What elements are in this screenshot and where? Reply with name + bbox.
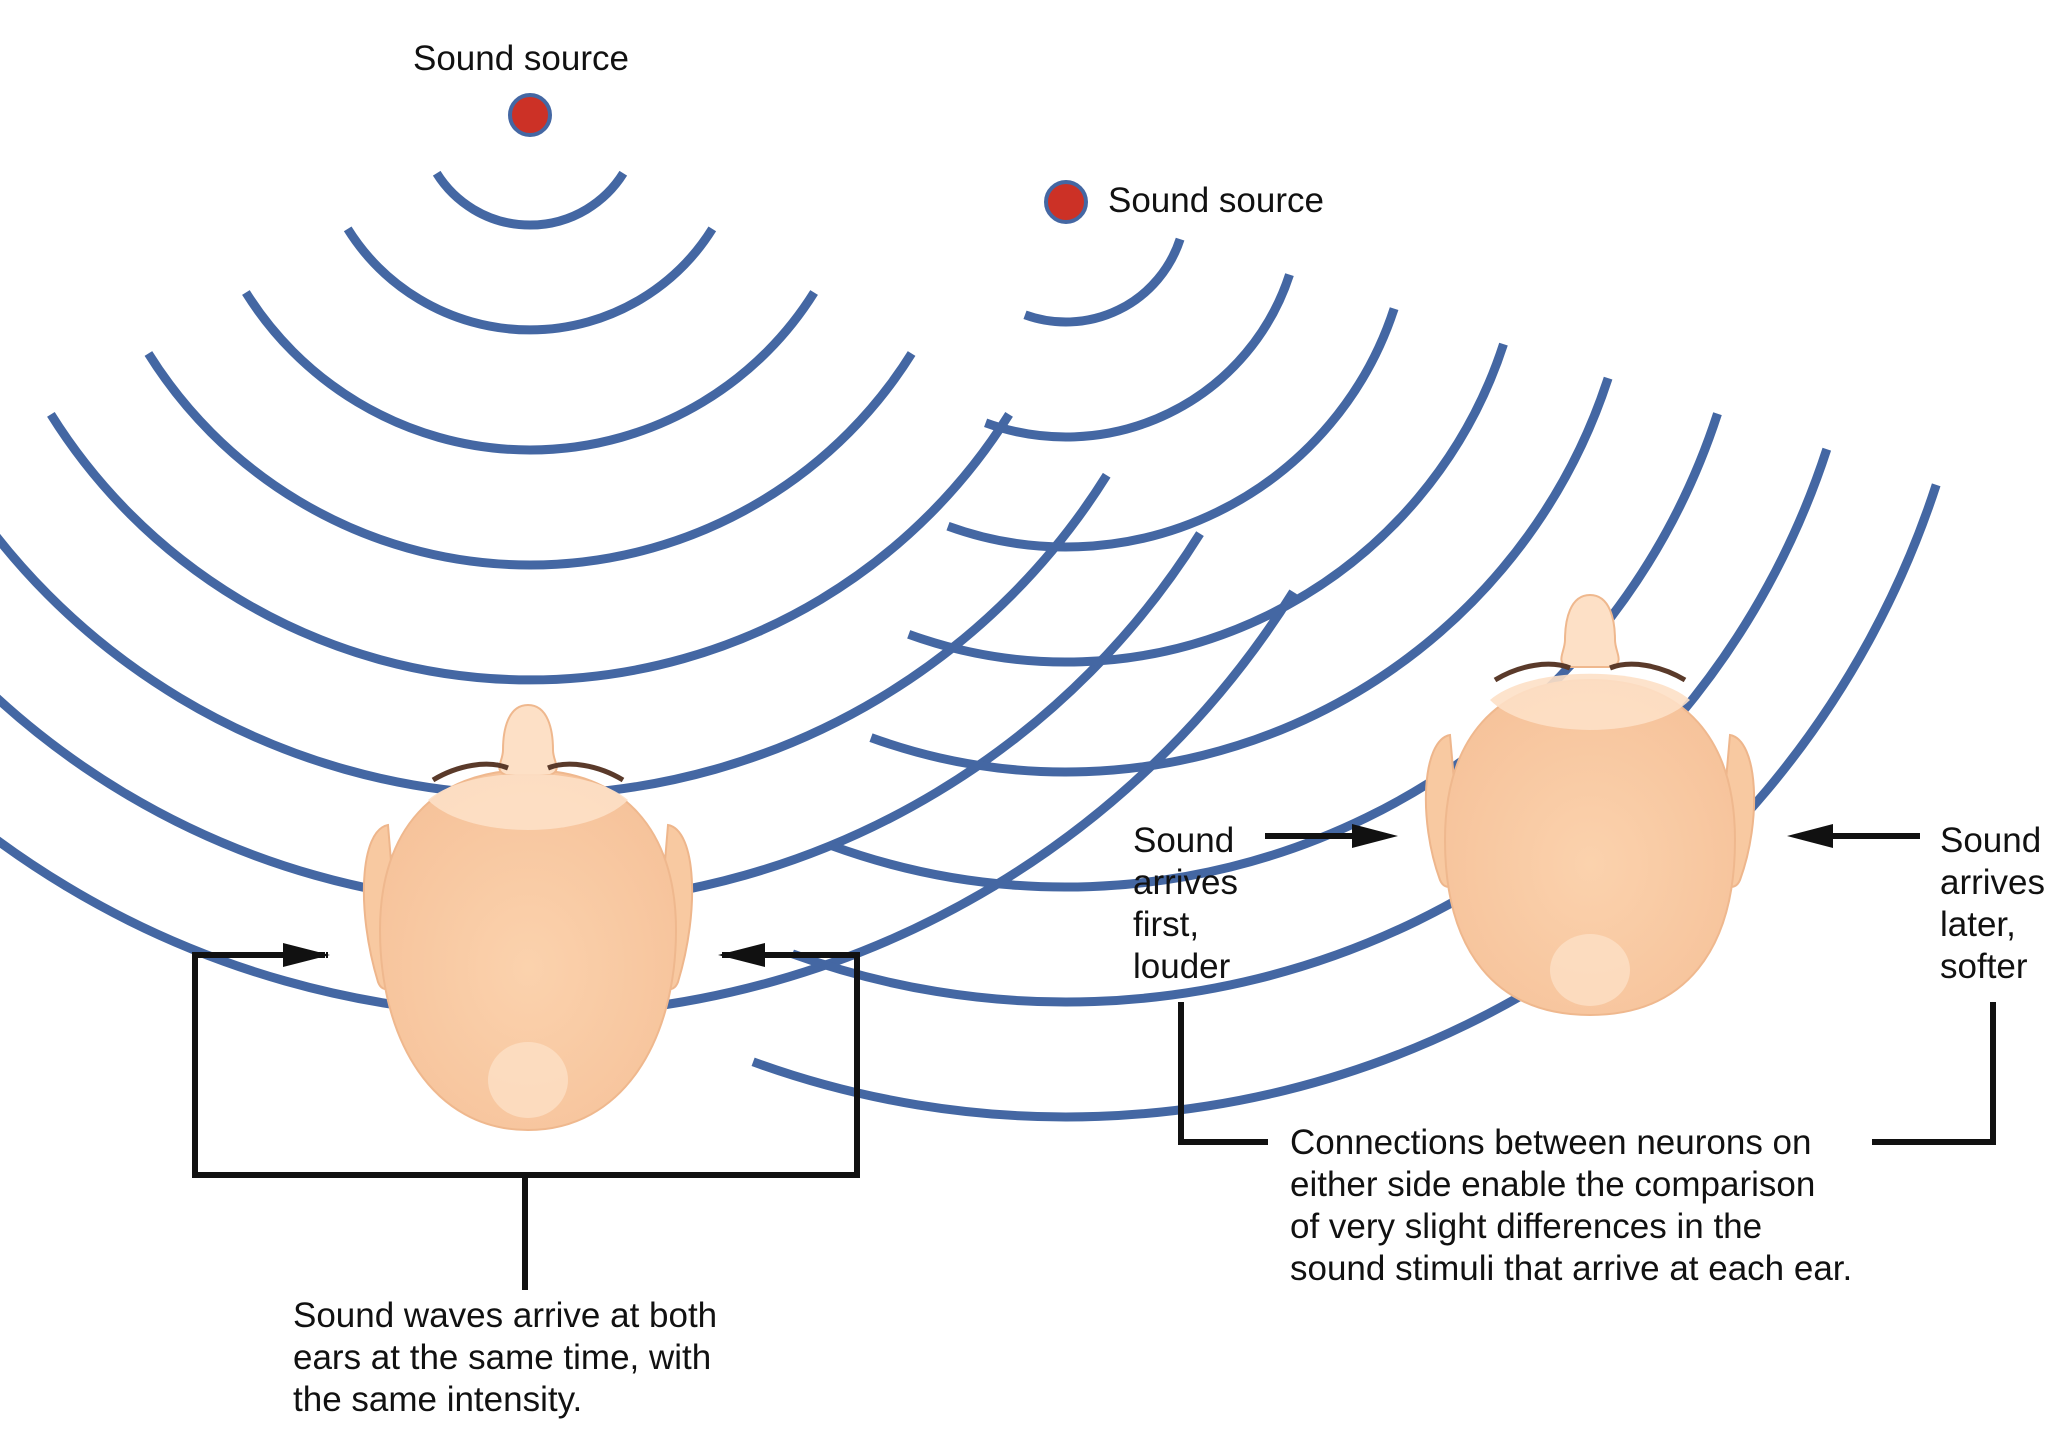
head-skull <box>378 768 678 1132</box>
nose <box>1560 593 1620 668</box>
left-caption-line: Sound waves arrive at both <box>293 1296 718 1335</box>
right-ear-arrows <box>1265 824 1920 848</box>
right-sound-source-dot <box>1044 180 1088 224</box>
brow-left <box>1493 661 1571 683</box>
label-line: Sound <box>1940 821 2042 860</box>
right-head-top-view <box>1424 593 1756 1017</box>
brow-right <box>1609 661 1687 683</box>
left-caption-line: ears at the same time, with <box>293 1338 712 1377</box>
sound-wave-arc <box>47 412 1013 685</box>
label-line: later, <box>1940 905 2016 944</box>
label-line: softer <box>1940 947 2028 986</box>
sound-wave-arc <box>946 307 1399 552</box>
left-source-label: Sound source <box>413 39 629 78</box>
left-arrow-head-right <box>718 943 765 967</box>
left-caption: Sound waves arrive at both ears at the s… <box>293 1295 717 1421</box>
label-line: Sound <box>1133 821 1235 860</box>
left-connection-bracket <box>192 952 860 1290</box>
right-right-ear-label: Sound arrives later, softer <box>1940 820 2045 988</box>
crown-highlight <box>1550 934 1630 1006</box>
right-caption: Connections between neurons on either si… <box>1290 1122 1852 1290</box>
right-sound-waves <box>751 237 1941 1122</box>
sound-wave-arc <box>432 170 628 230</box>
brow-left <box>431 761 509 783</box>
sound-wave-arc <box>790 447 1832 1007</box>
crown-highlight <box>488 1042 568 1118</box>
right-left-ear-label: Sound arrives first, louder <box>1133 820 1238 988</box>
label-line: first, <box>1133 905 1200 944</box>
label-line: arrives <box>1940 863 2046 902</box>
label-line: arrives <box>1133 863 1239 902</box>
right-source-label: Sound source <box>1108 181 1324 220</box>
left-arrow-head-left <box>283 943 330 967</box>
sound-wave-arc <box>984 273 1294 442</box>
left-sound-source-dot <box>508 93 552 137</box>
label-line: louder <box>1133 947 1231 986</box>
forehead-highlight <box>1490 673 1690 730</box>
sound-wave-arc <box>869 376 1613 777</box>
left-caption-line: the same intensity. <box>293 1380 583 1419</box>
sound-wave-arc <box>1023 237 1185 327</box>
sound-wave-arc <box>242 290 818 455</box>
sound-wave-arc <box>907 342 1508 667</box>
right-caption-line: sound stimuli that arrive at each ear. <box>1290 1249 1853 1288</box>
right-caption-line: Connections between neurons on <box>1290 1123 1812 1162</box>
head-skull <box>1443 678 1737 1017</box>
sound-wave-arc <box>144 351 916 570</box>
left-head-top-view <box>362 703 694 1132</box>
brow-right <box>547 761 625 783</box>
nose <box>498 703 558 776</box>
right-caption-line: either side enable the comparison <box>1290 1165 1816 1204</box>
sound-wave-arc <box>830 412 1722 892</box>
sound-wave-arc <box>343 226 717 335</box>
right-connection-bracket <box>1178 1002 1996 1145</box>
sound-wave-arc <box>751 483 1941 1122</box>
right-caption-line: of very slight differences in the <box>1290 1207 1763 1246</box>
forehead-highlight <box>428 773 628 830</box>
